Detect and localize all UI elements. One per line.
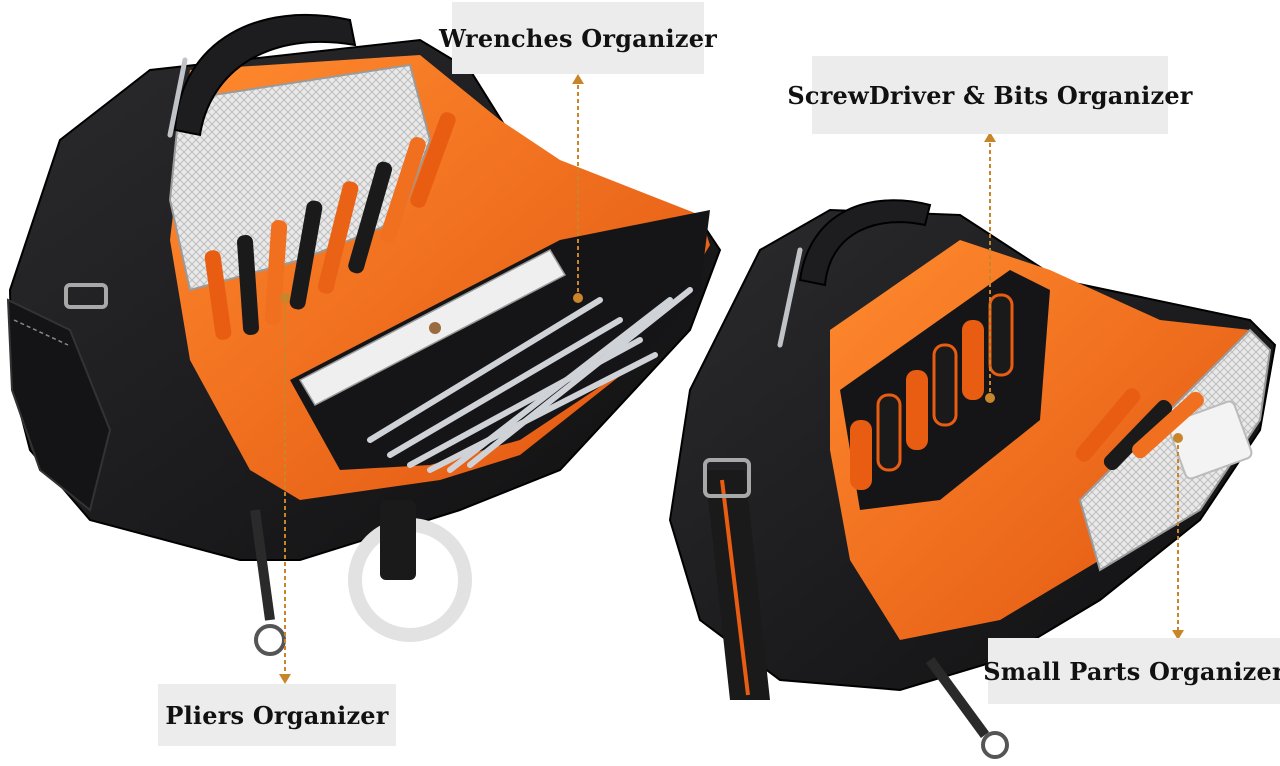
pliers-set xyxy=(204,112,456,340)
left-bag-strap-buckle xyxy=(64,283,108,309)
pliers-organizer-label: Pliers Organizer xyxy=(158,684,396,746)
right-bag-zipper-pull xyxy=(925,657,990,738)
screwdriver-arrow-icon xyxy=(984,132,996,142)
right-mesh-pocket xyxy=(1078,328,1272,572)
small-parts-organizer-label: Small Parts Organizer xyxy=(983,638,1280,704)
right-tool-bag xyxy=(668,199,1277,759)
right-pliers-set xyxy=(1075,388,1204,471)
left-bag-handle xyxy=(173,13,357,137)
leader-end-dots xyxy=(280,293,1183,443)
screwdriver-set xyxy=(850,293,1014,490)
left-tool-bag xyxy=(6,13,722,656)
leader-lines xyxy=(284,78,1179,680)
wrenches-arrow-icon xyxy=(572,74,584,84)
left-bag-zipper-pull xyxy=(250,509,275,621)
right-bag-shoulder-strap xyxy=(705,470,770,700)
leader-arrow-heads xyxy=(279,74,1184,684)
screwdriver-bits-organizer-label: ScrewDriver & Bits Organizer xyxy=(787,56,1192,134)
wrench-panel xyxy=(290,210,710,470)
right-bag-handle xyxy=(798,199,932,287)
wrenches-organizer-label: Wrenches Organizer xyxy=(439,2,717,74)
pliers-arrow-icon xyxy=(279,674,291,684)
wrench-set xyxy=(367,287,693,473)
small-parts-arrow-icon xyxy=(1172,630,1184,640)
left-bag-side-pocket xyxy=(6,298,112,512)
small-parts-box xyxy=(1167,400,1253,480)
